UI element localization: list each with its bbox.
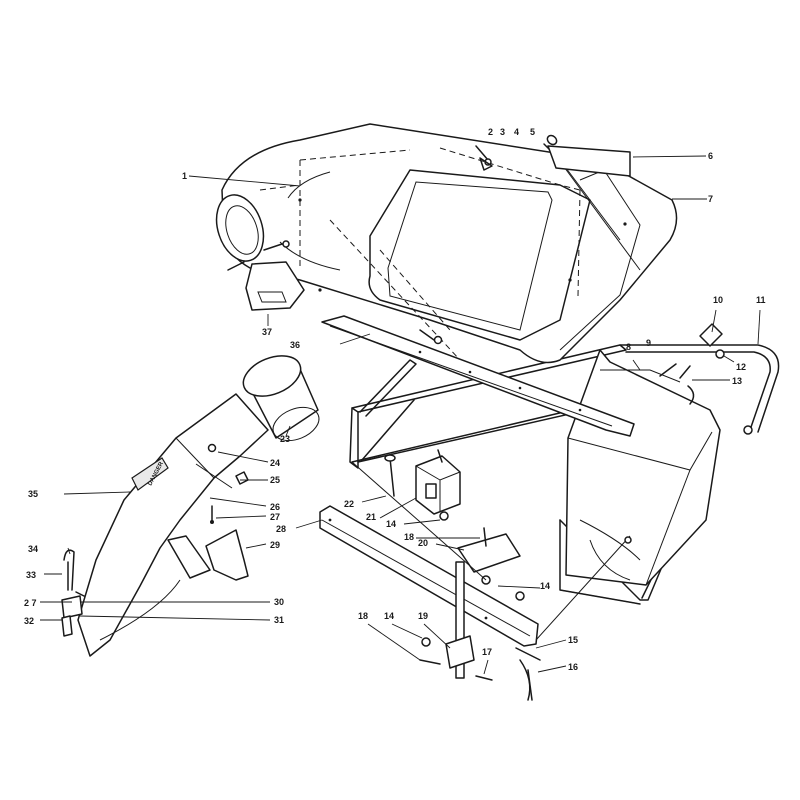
callout-8: 8	[626, 342, 631, 352]
callout-1: 1	[182, 171, 187, 181]
mount-bracket	[439, 511, 525, 601]
callout-35: 35	[28, 489, 38, 499]
callout-27: 27	[270, 512, 280, 522]
callout-28: 28	[276, 524, 286, 534]
callout-30: 30	[274, 597, 284, 607]
callout-10: 10	[713, 295, 723, 305]
hitch-block	[384, 449, 461, 515]
callout-3: 3	[500, 127, 505, 137]
decal-plate	[547, 145, 631, 177]
latch-parts	[61, 549, 85, 637]
mounting-rail	[321, 315, 635, 437]
callout-17: 17	[482, 647, 492, 657]
callout-20: 20	[418, 538, 428, 548]
callout-29: 29	[270, 540, 280, 550]
callout-16: 16	[568, 662, 578, 672]
discharge-chute	[77, 393, 269, 657]
callout-26: 26	[270, 502, 280, 512]
callout-21: 21	[366, 512, 376, 522]
intake-tube	[242, 355, 320, 442]
callout-24: 24	[270, 458, 280, 468]
callout-5: 5	[530, 127, 535, 137]
callout-34: 34	[28, 544, 38, 554]
callout-13: 13	[732, 376, 742, 386]
callout-18-b: 18	[358, 611, 368, 621]
hitch-pin	[515, 647, 541, 701]
hood-assembly	[215, 123, 678, 364]
assembly-lines	[351, 461, 641, 641]
leader-lines	[40, 155, 761, 675]
hood-bracket	[227, 240, 305, 311]
callout-18-a: 18	[404, 532, 414, 542]
callout-7: 7	[708, 194, 713, 204]
callout-11: 11	[756, 295, 766, 305]
callout-36: 36	[290, 340, 300, 350]
callout-14-c: 14	[384, 611, 394, 621]
callout-15: 15	[568, 635, 578, 645]
callout-9: 9	[646, 338, 651, 348]
support-post	[419, 561, 493, 681]
callout-23: 23	[280, 434, 290, 444]
bag-clips	[659, 323, 753, 435]
callout-4: 4	[514, 127, 519, 137]
callout-labels: 1 2 3 4 5 6 7 8 9 10 11 12 13 14 14 14 1…	[24, 127, 766, 672]
callout-27-left: 2 7	[24, 598, 37, 608]
callout-32: 32	[24, 616, 34, 626]
callout-2: 2	[488, 127, 493, 137]
callout-6: 6	[708, 151, 713, 161]
mounting-bar	[319, 505, 539, 647]
callout-12: 12	[736, 362, 746, 372]
callout-14-a: 14	[386, 519, 396, 529]
callout-22: 22	[344, 499, 354, 509]
grass-bag	[565, 349, 721, 586]
callout-25: 25	[270, 475, 280, 485]
callout-33: 33	[26, 570, 36, 580]
callout-37: 37	[262, 327, 272, 337]
callout-31: 31	[274, 615, 284, 625]
callout-14-b: 14	[540, 581, 550, 591]
callout-19: 19	[418, 611, 428, 621]
